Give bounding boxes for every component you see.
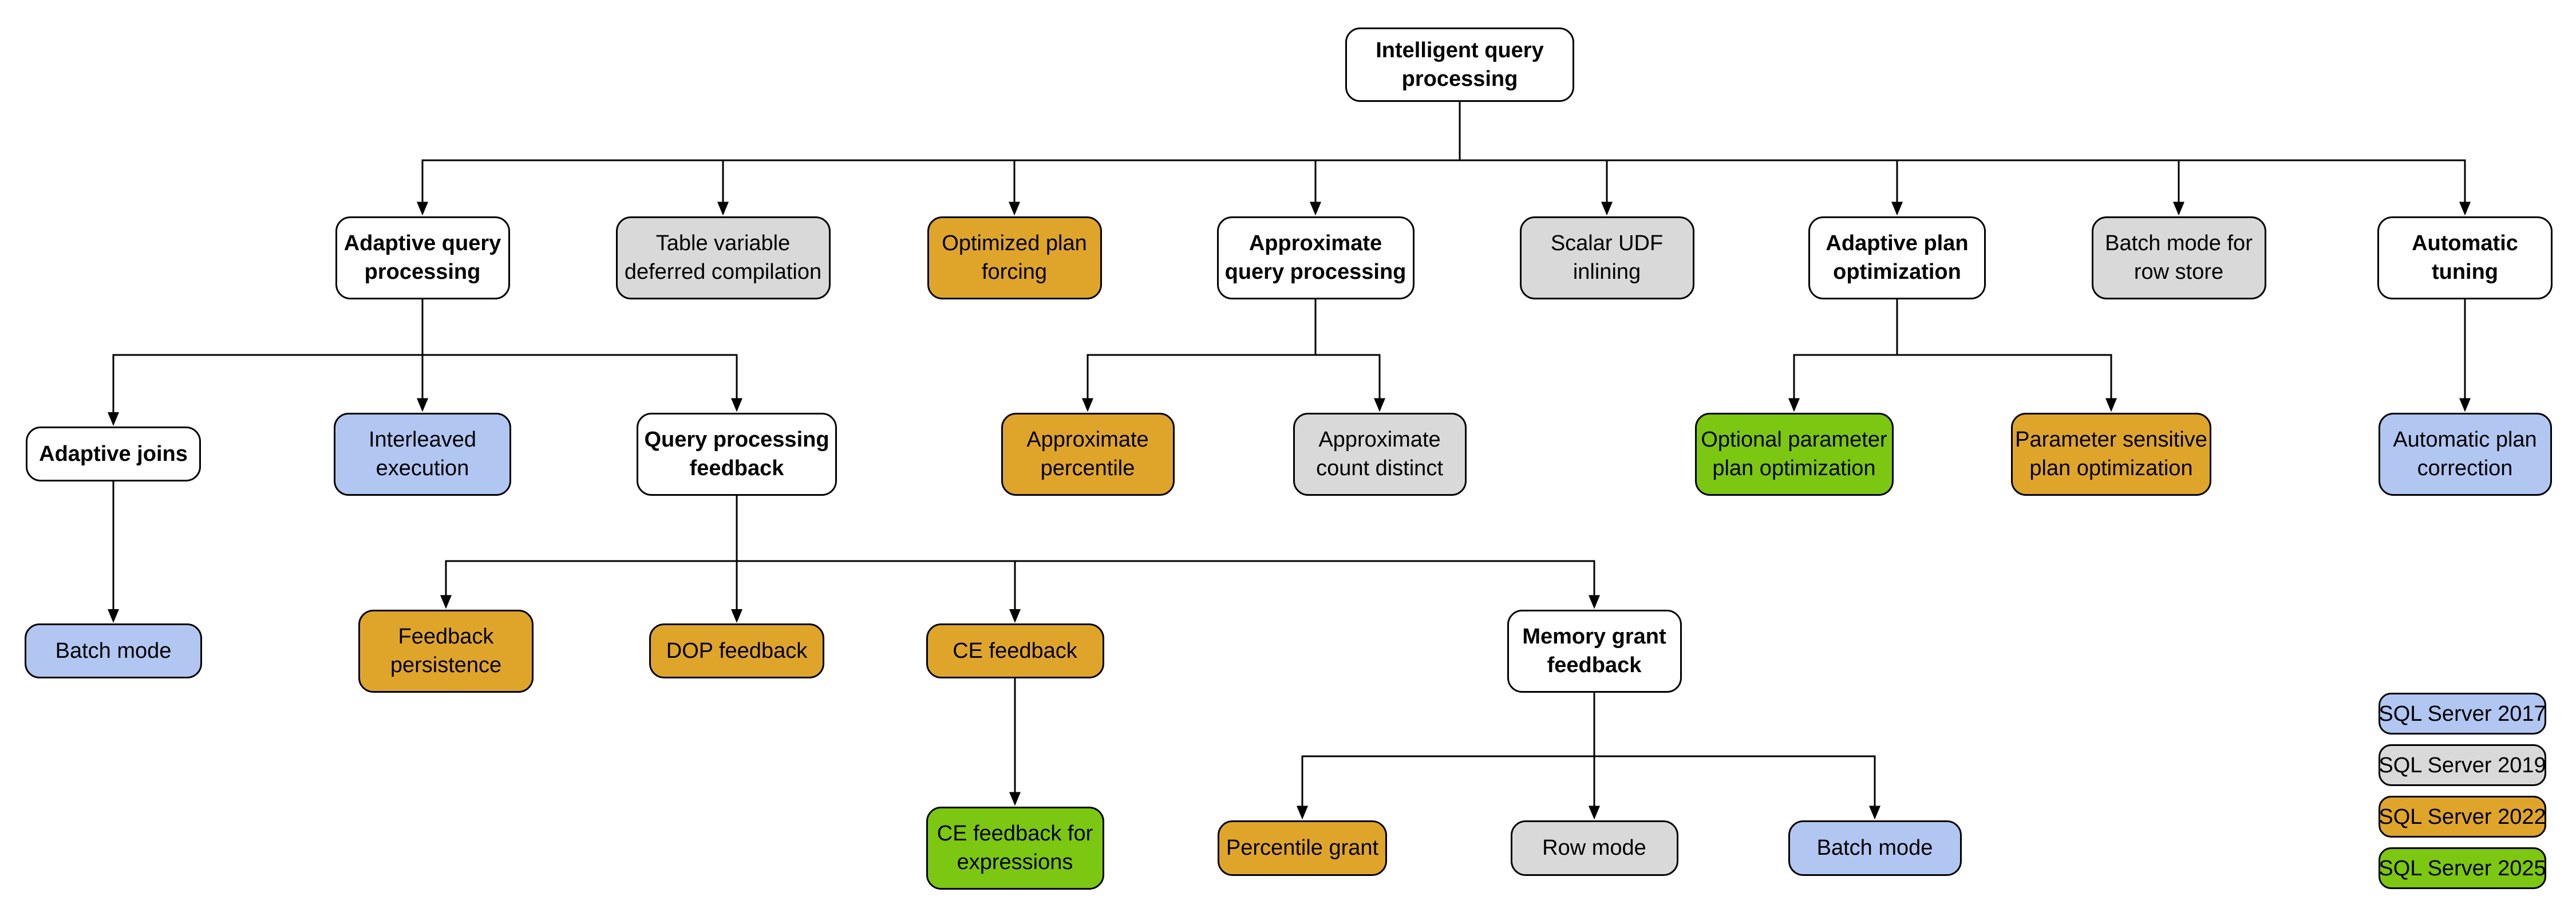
node-feedback-persistence: Feedback persistence <box>358 609 534 693</box>
node-batch-mode-memory-grant: Batch mode <box>1788 820 1962 876</box>
node-automatic-plan-correction: Automatic plan correction <box>2378 412 2552 496</box>
arrowhead-icon <box>1009 609 1021 623</box>
node-parameter-sensitive-plan-optimization: Parameter sensitive plan optimization <box>2011 412 2211 496</box>
arrowhead-icon <box>1009 202 1020 216</box>
arrowhead-icon <box>2459 202 2471 216</box>
arrowhead-icon <box>1589 595 1600 609</box>
node-row-mode: Row mode <box>1510 820 1678 876</box>
node-approximate-percentile: Approximate percentile <box>1001 412 1175 496</box>
arrowhead-icon <box>717 202 729 216</box>
arrowhead-icon <box>1869 806 1880 820</box>
legend-item-sql2017: SQL Server 2017 <box>2379 693 2546 735</box>
node-automatic-tuning: Automatic tuning <box>2377 216 2553 299</box>
arrowhead-icon <box>108 412 119 426</box>
node-ce-feedback: CE feedback <box>926 623 1104 678</box>
arrowhead-icon <box>2459 398 2471 412</box>
arrowhead-icon <box>417 202 428 216</box>
legend-item-sql2025: SQL Server 2025 <box>2379 847 2546 889</box>
node-batch-mode-for-row-store: Batch mode for row store <box>2091 216 2266 299</box>
arrowhead-icon <box>1009 792 1021 806</box>
node-optional-parameter-plan-optimization: Optional parameter plan optimization <box>1694 412 1894 496</box>
arrowhead-icon <box>731 609 742 623</box>
node-optimized-plan-forcing: Optimized plan forcing <box>927 216 1102 299</box>
node-approximate-query-processing: Approximate query processing <box>1216 216 1415 299</box>
arrowhead-icon <box>731 398 742 412</box>
node-table-variable-deferred-compilation: Table variable deferred compilation <box>615 216 831 299</box>
node-scalar-udf-inlining: Scalar UDF inlining <box>1519 216 1694 299</box>
node-adaptive-plan-optimization: Adaptive plan optimization <box>1808 216 1986 299</box>
node-dop-feedback: DOP feedback <box>649 623 824 678</box>
node-root: Intelligent query processing <box>1345 27 1574 102</box>
node-approximate-count-distinct: Approximate count distinct <box>1293 412 1467 496</box>
legend-item-sql2022: SQL Server 2022 <box>2379 796 2546 838</box>
arrowhead-icon <box>417 398 428 412</box>
arrowhead-icon <box>108 609 119 623</box>
arrowhead-icon <box>1589 806 1600 820</box>
arrowhead-icon <box>1601 202 1613 216</box>
node-percentile-grant: Percentile grant <box>1218 820 1387 876</box>
node-interleaved-execution: Interleaved execution <box>334 412 511 496</box>
arrowhead-icon <box>440 595 452 609</box>
node-adaptive-joins: Adaptive joins <box>26 427 201 481</box>
arrowhead-icon <box>2173 202 2184 216</box>
arrowhead-icon <box>1297 806 1308 820</box>
arrowhead-icon <box>1082 398 1093 412</box>
arrowhead-icon <box>1374 398 1385 412</box>
arrowhead-icon <box>2105 398 2117 412</box>
node-ce-feedback-for-expressions: CE feedback for expressions <box>926 806 1104 890</box>
node-memory-grant-feedback: Memory grant feedback <box>1507 609 1682 693</box>
legend-item-sql2019: SQL Server 2019 <box>2379 744 2546 786</box>
node-batch-mode-adaptive-joins: Batch mode <box>25 623 202 678</box>
arrowhead-icon <box>1891 202 1903 216</box>
arrowhead-icon <box>1788 398 1800 412</box>
node-query-processing-feedback: Query processing feedback <box>637 412 837 496</box>
node-adaptive-query-processing: Adaptive query processing <box>335 216 510 299</box>
arrowhead-icon <box>1310 202 1321 216</box>
